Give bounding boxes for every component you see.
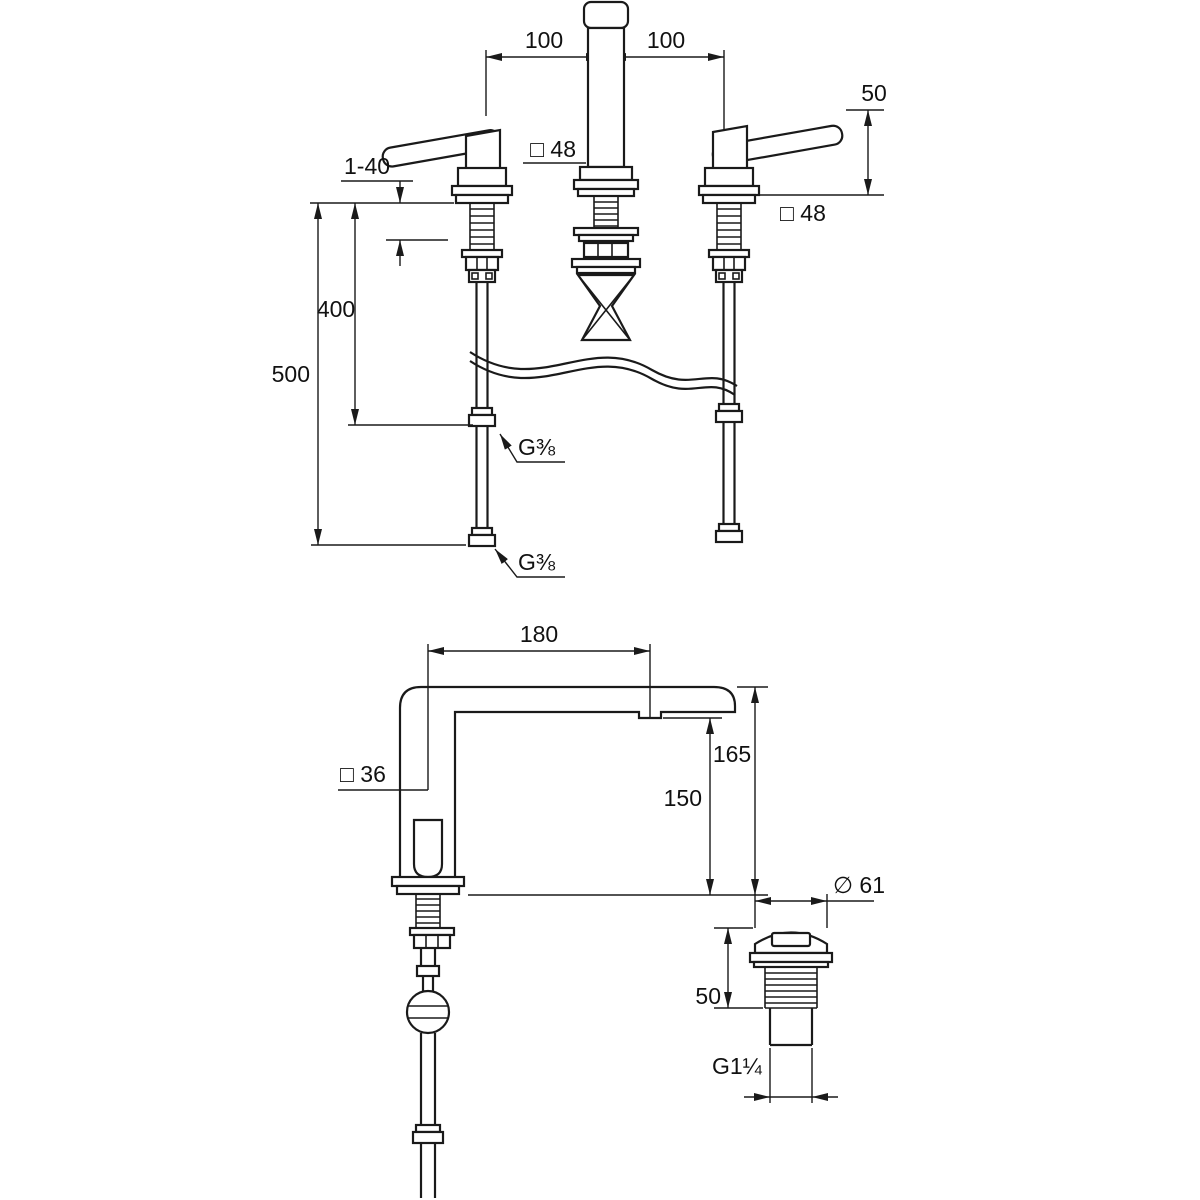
label-body-square: □ 36 [338, 761, 428, 791]
dim-height-165: 165 [468, 686, 768, 896]
dim-label-165: 165 [713, 741, 751, 767]
label-thread-lower: G⅜ [494, 548, 565, 578]
dim-depth-500: 500 [272, 203, 466, 546]
dim-depth-400: 400 [310, 202, 473, 426]
spout-top-cap [582, 0, 630, 30]
handle-right-end-fitting [714, 529, 744, 544]
dim-label-sq48-spout: □ 48 [530, 136, 576, 162]
thread-label-g114: G1¼ [712, 1053, 763, 1079]
handle-right-supply-pipe [722, 282, 736, 524]
dim-label-1-40: 1-40 [344, 153, 390, 179]
front-view: 100 100 [272, 0, 887, 578]
dim-spacing-100: 100 100 [485, 27, 725, 138]
dim-drain-thread: G1¼ [712, 1048, 838, 1103]
dim-label-400: 400 [317, 296, 355, 322]
body-threaded-shank [415, 894, 441, 928]
body-mounting-nut [412, 933, 452, 950]
dim-height-150: 150 [663, 717, 722, 895]
handle-right-mid-fitting [714, 409, 744, 424]
drain-tailpiece [768, 1008, 814, 1047]
drain-flange [748, 951, 834, 964]
dim-label-sq36: □ 36 [340, 761, 386, 787]
handle-left-mid-fitting [467, 413, 497, 428]
handle-left-end-fitting [467, 533, 497, 548]
body-hose-fitting [411, 1130, 445, 1145]
dim-drain-height: 50 [695, 927, 763, 1009]
dim-label-50: 50 [861, 80, 887, 106]
dim-label-dia61: ∅ 61 [833, 872, 885, 898]
handle-left [381, 128, 514, 548]
spout-front [570, 0, 642, 342]
dim-label-150: 150 [664, 785, 702, 811]
dim-reach-180: 180 [427, 621, 651, 790]
handle-right [697, 124, 844, 544]
flexible-hose [469, 351, 738, 396]
side-view: 180 □ 36 165 150 [338, 621, 768, 1198]
dim-label-drain-50: 50 [695, 983, 721, 1009]
handle-side-profile [412, 818, 444, 879]
dim-drain-diameter: ∅ 61 [754, 872, 885, 928]
handle-left-shank [469, 203, 495, 250]
drain-view: ∅ 61 50 G1¼ [695, 872, 885, 1103]
label-handle-square: □ 48 [780, 200, 826, 226]
thread-label-g38-lower: G⅜ [518, 549, 556, 575]
thread-label-g38-upper: G⅜ [518, 434, 556, 460]
label-thread-upper: G⅜ [499, 433, 565, 463]
handle-left-supply-pipe [475, 282, 489, 528]
drain-overflow-slot [770, 931, 812, 948]
spout-mounting-nut [582, 241, 630, 259]
spout-side-profile [398, 685, 737, 880]
dim-label-180: 180 [520, 621, 558, 647]
spout-column [586, 26, 626, 169]
label-spout-square: □ 48 [523, 136, 586, 164]
handle-right-shank [716, 203, 742, 250]
dim-label-100-right: 100 [647, 27, 685, 53]
hose-swivel-joint [405, 989, 451, 1035]
body-supply-hose [419, 1033, 437, 1125]
drain-threaded-body [764, 967, 818, 1009]
dim-label-sq48-handle: □ 48 [780, 200, 826, 226]
dim-mounting-range: 1-40 [341, 153, 448, 266]
dim-label-500: 500 [272, 361, 310, 387]
dim-label-100-left: 100 [525, 27, 563, 53]
spout-threaded-shank [593, 196, 619, 228]
dim-handle-height-50: 50 [757, 80, 887, 196]
